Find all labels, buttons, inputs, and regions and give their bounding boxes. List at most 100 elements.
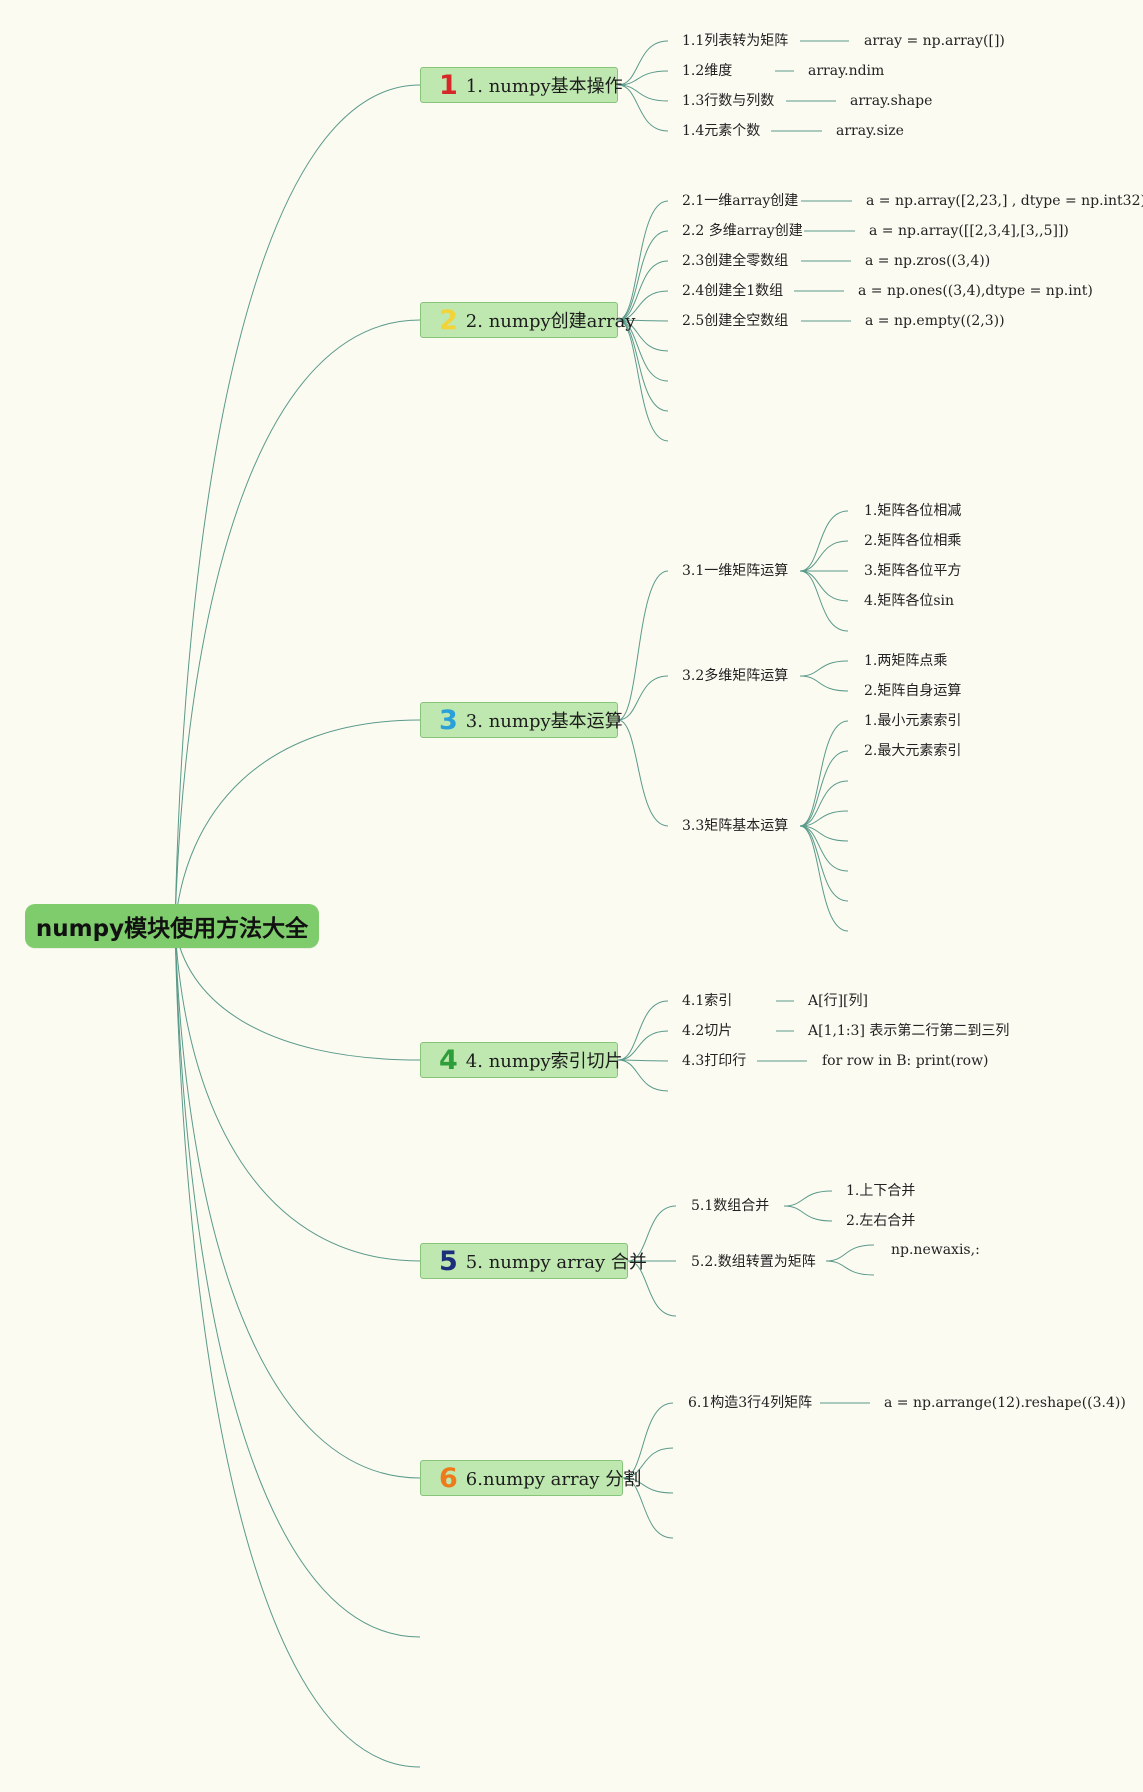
item-4-3-label[interactable]: 4.3打印行 [682,1053,747,1069]
root-link-3 [174,719,421,927]
b5-link-1 [627,1205,677,1262]
b3-3-link-6 [799,825,849,872]
b3-2-link-1 [799,660,849,677]
b3-3-link-2 [799,750,849,827]
b3-1-link-5 [799,570,849,632]
b3-1-link-4 [799,570,849,602]
item-3-1-child-3[interactable]: 3.矩阵各位平方 [864,563,962,579]
b6-link-3 [622,1477,674,1494]
b5-link-3 [627,1260,677,1317]
item-3-1-child-4[interactable]: 4.矩阵各位sin [864,593,955,609]
b4-link-3 [617,1059,669,1062]
b3-link-3 [617,719,669,827]
item-2-5-label[interactable]: 2.5创建全空数组 [682,313,789,329]
root-link-2 [174,319,421,927]
item-1-2-label[interactable]: 1.2维度 [682,63,733,79]
item-4-2-value[interactable]: A[1,1:3] 表示第二行第二到三列 [808,1023,1010,1039]
item-5-1-label[interactable]: 5.1数组合并 [691,1198,770,1214]
item-4-1-label[interactable]: 4.1索引 [682,993,733,1009]
branch-6-label: 6.numpy array 分割 [465,1469,642,1490]
item-5-1-child-2[interactable]: 2.左右合并 [846,1213,916,1229]
item-3-1-child-1[interactable]: 1.矩阵各位相减 [864,503,962,519]
item-2-4-value[interactable]: a = np.ones((3,4),dtype = np.int) [858,283,1093,299]
b5-1-link-2 [783,1205,833,1222]
b2-link-2 [617,230,669,321]
b3-1-link-1 [799,510,849,572]
item-3-3-child-2[interactable]: 2.最大元素索引 [864,743,962,759]
b1-link-1 [617,40,669,86]
b2-link-6 [617,319,669,352]
branch-3-node[interactable]: 3 3. numpy基本运算 [420,702,623,738]
branch-3-label: 3. numpy基本运算 [465,711,623,732]
branch-4-label: 4. numpy索引切片 [465,1051,623,1072]
branch-2-label: 2. numpy创建array [465,311,636,332]
branch-4-node[interactable]: 4 4. numpy索引切片 [420,1042,623,1078]
b5-1-link-1 [783,1190,833,1207]
item-1-1-label[interactable]: 1.1列表转为矩阵 [682,33,789,49]
b4-link-2 [617,1030,669,1061]
item-3-3-label[interactable]: 3.3矩阵基本运算 [682,818,789,834]
b3-1-link-2 [799,540,849,572]
b2-link-1 [617,200,669,321]
root-link-1 [174,84,421,927]
item-5-2-value[interactable]: np.newaxis,: [891,1242,980,1258]
item-6-1-label[interactable]: 6.1构造3行4列矩阵 [688,1395,813,1411]
b4-link-1 [617,1000,669,1061]
item-1-2-value[interactable]: array.ndim [808,63,885,79]
item-2-2-label[interactable]: 2.2 多维array创建 [682,223,803,239]
b3-3-link-7 [799,825,849,902]
branch-1-node[interactable]: 1 1. numpy基本操作 [420,67,623,103]
b3-3-link-1 [799,720,849,827]
item-2-3-label[interactable]: 2.3创建全零数组 [682,253,789,269]
b2-link-3 [617,260,669,321]
item-2-1-label[interactable]: 2.1一维array创建 [682,193,799,209]
item-3-1-child-2[interactable]: 2.矩阵各位相乘 [864,533,962,549]
item-3-3-child-1[interactable]: 1.最小元素索引 [864,713,962,729]
root-link-5 [174,925,421,1262]
b6-link-1 [622,1402,674,1479]
item-4-1-value[interactable]: A[行][列] [808,993,868,1009]
item-1-4-label[interactable]: 1.4元素个数 [682,123,761,139]
b4-link-4 [617,1059,669,1092]
root-link-6 [174,925,421,1479]
item-3-2-child-1[interactable]: 1.两矩阵点乘 [864,653,948,669]
b6-link-2 [622,1447,674,1479]
number-1-icon: 1 [439,69,458,101]
item-1-1-value[interactable]: array = np.array([]) [864,33,1005,49]
root-node[interactable]: numpy模块使用方法大全 [25,904,319,948]
b1-link-4 [617,84,669,132]
item-3-2-child-2[interactable]: 2.矩阵自身运算 [864,683,962,699]
item-2-2-value[interactable]: a = np.array([[2,3,4],[3,,5]]) [869,223,1069,239]
branch-5-node[interactable]: 5 5. numpy array 合并 [420,1243,647,1279]
b2-link-5 [617,319,669,322]
item-2-4-label[interactable]: 2.4创建全1数组 [682,283,784,299]
b5-2-link-1 [825,1244,875,1262]
item-1-4-value[interactable]: array.size [836,123,904,139]
b3-link-1 [617,570,669,721]
item-5-1-child-1[interactable]: 1.上下合并 [846,1183,916,1199]
b3-3-link-3 [799,780,849,827]
b6-link-4 [622,1477,674,1539]
item-2-3-value[interactable]: a = np.zros((3,4)) [865,253,991,269]
number-3-icon: 3 [439,704,458,736]
item-1-3-label[interactable]: 1.3行数与列数 [682,93,775,109]
branch-2-node[interactable]: 2 2. numpy创建array [420,302,635,338]
item-5-2-label[interactable]: 5.2.数组转置为矩阵 [691,1254,816,1270]
item-6-1-value[interactable]: a = np.arrange(12).reshape((3.4)) [884,1395,1126,1411]
item-4-3-value[interactable]: for row in B: print(row) [822,1053,989,1069]
number-5-icon: 5 [439,1245,458,1277]
item-3-2-label[interactable]: 3.2多维矩阵运算 [682,668,789,684]
item-1-3-value[interactable]: array.shape [850,93,933,109]
item-2-5-value[interactable]: a = np.empty((2,3)) [865,313,1005,329]
b5-2-link-2 [825,1260,875,1276]
item-2-1-value[interactable]: a = np.array([2,23,] , dtype = np.int32) [866,193,1143,209]
branch-6-node[interactable]: 6 6.numpy array 分割 [420,1460,641,1496]
b3-3-link-4 [799,810,849,827]
branch-1-label: 1. numpy基本操作 [465,76,623,97]
branch-5-label: 5. numpy array 合并 [465,1252,647,1273]
item-3-1-label[interactable]: 3.1一维矩阵运算 [682,563,789,579]
number-2-icon: 2 [439,304,458,336]
item-4-2-label[interactable]: 4.2切片 [682,1023,733,1039]
